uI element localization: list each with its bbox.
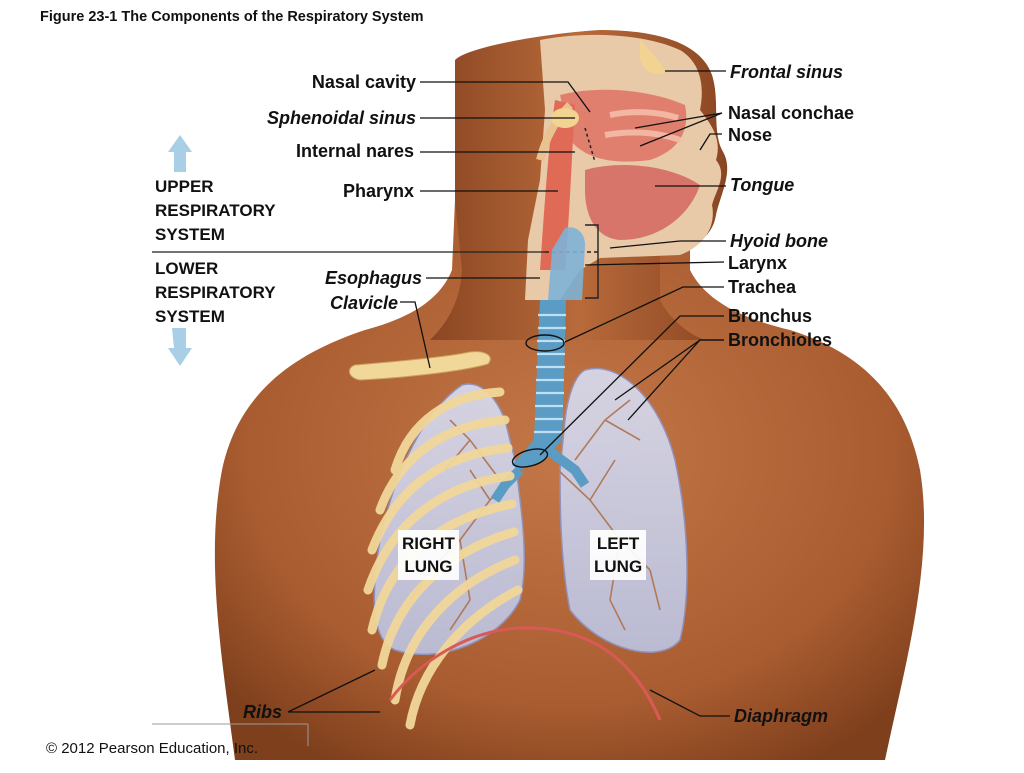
label-nasal-cavity: Nasal cavity — [311, 72, 416, 92]
label-ribs: Ribs — [242, 702, 282, 722]
left-lung-label: LEFT LUNG — [590, 530, 647, 580]
lower-respiratory-system-label: LOWER RESPIRATORY SYSTEM — [155, 257, 325, 329]
trachea-shape — [512, 300, 566, 470]
label-nose: Nose — [728, 125, 773, 145]
label-hyoid-bone: Hyoid bone — [730, 231, 828, 251]
label-pharynx: Pharynx — [342, 181, 414, 201]
leader-lines — [287, 70, 730, 717]
upper-line-3: SYSTEM — [155, 225, 225, 244]
right-lung-line-1: RIGHT — [402, 534, 455, 553]
copyright-notice: © 2012 Pearson Education, Inc. — [46, 740, 259, 757]
lower-line-3: SYSTEM — [155, 307, 225, 326]
upper-respiratory-system-label: UPPER RESPIRATORY SYSTEM — [155, 175, 325, 247]
label-sphenoidal-sinus: Sphenoidal sinus — [266, 108, 416, 128]
label-trachea: Trachea — [728, 277, 797, 297]
label-bronchioles: Bronchioles — [728, 330, 833, 350]
rib-cage — [363, 387, 523, 730]
down-arrow-icon — [168, 328, 192, 366]
label-tongue: Tongue — [730, 175, 795, 195]
upper-line-1: UPPER — [155, 177, 214, 196]
label-internal-nares: Internal nares — [295, 141, 414, 161]
figure-title: Figure 23-1 The Components of the Respir… — [40, 9, 424, 25]
up-arrow-icon — [168, 135, 192, 172]
label-clavicle: Clavicle — [329, 293, 398, 313]
label-nasal-conchae: Nasal conchae — [728, 103, 855, 123]
clavicle-shape — [348, 351, 491, 381]
left-lung-line-1: LEFT — [596, 534, 640, 553]
lower-line-2: RESPIRATORY — [155, 283, 276, 302]
upper-line-2: RESPIRATORY — [155, 201, 276, 220]
left-lung — [559, 367, 688, 653]
lower-line-1: LOWER — [155, 259, 219, 278]
label-larynx: Larynx — [728, 253, 788, 273]
left-lung-line-2: LUNG — [594, 557, 643, 576]
label-esophagus: Esophagus — [324, 268, 422, 288]
label-bronchus: Bronchus — [728, 306, 813, 326]
label-diaphragm: Diaphragm — [734, 706, 829, 726]
right-lung-line-2: LUNG — [404, 557, 453, 576]
right-lung-label: RIGHT LUNG — [398, 530, 459, 580]
label-frontal-sinus: Frontal sinus — [730, 62, 844, 82]
diaphragm-shape — [388, 626, 662, 721]
